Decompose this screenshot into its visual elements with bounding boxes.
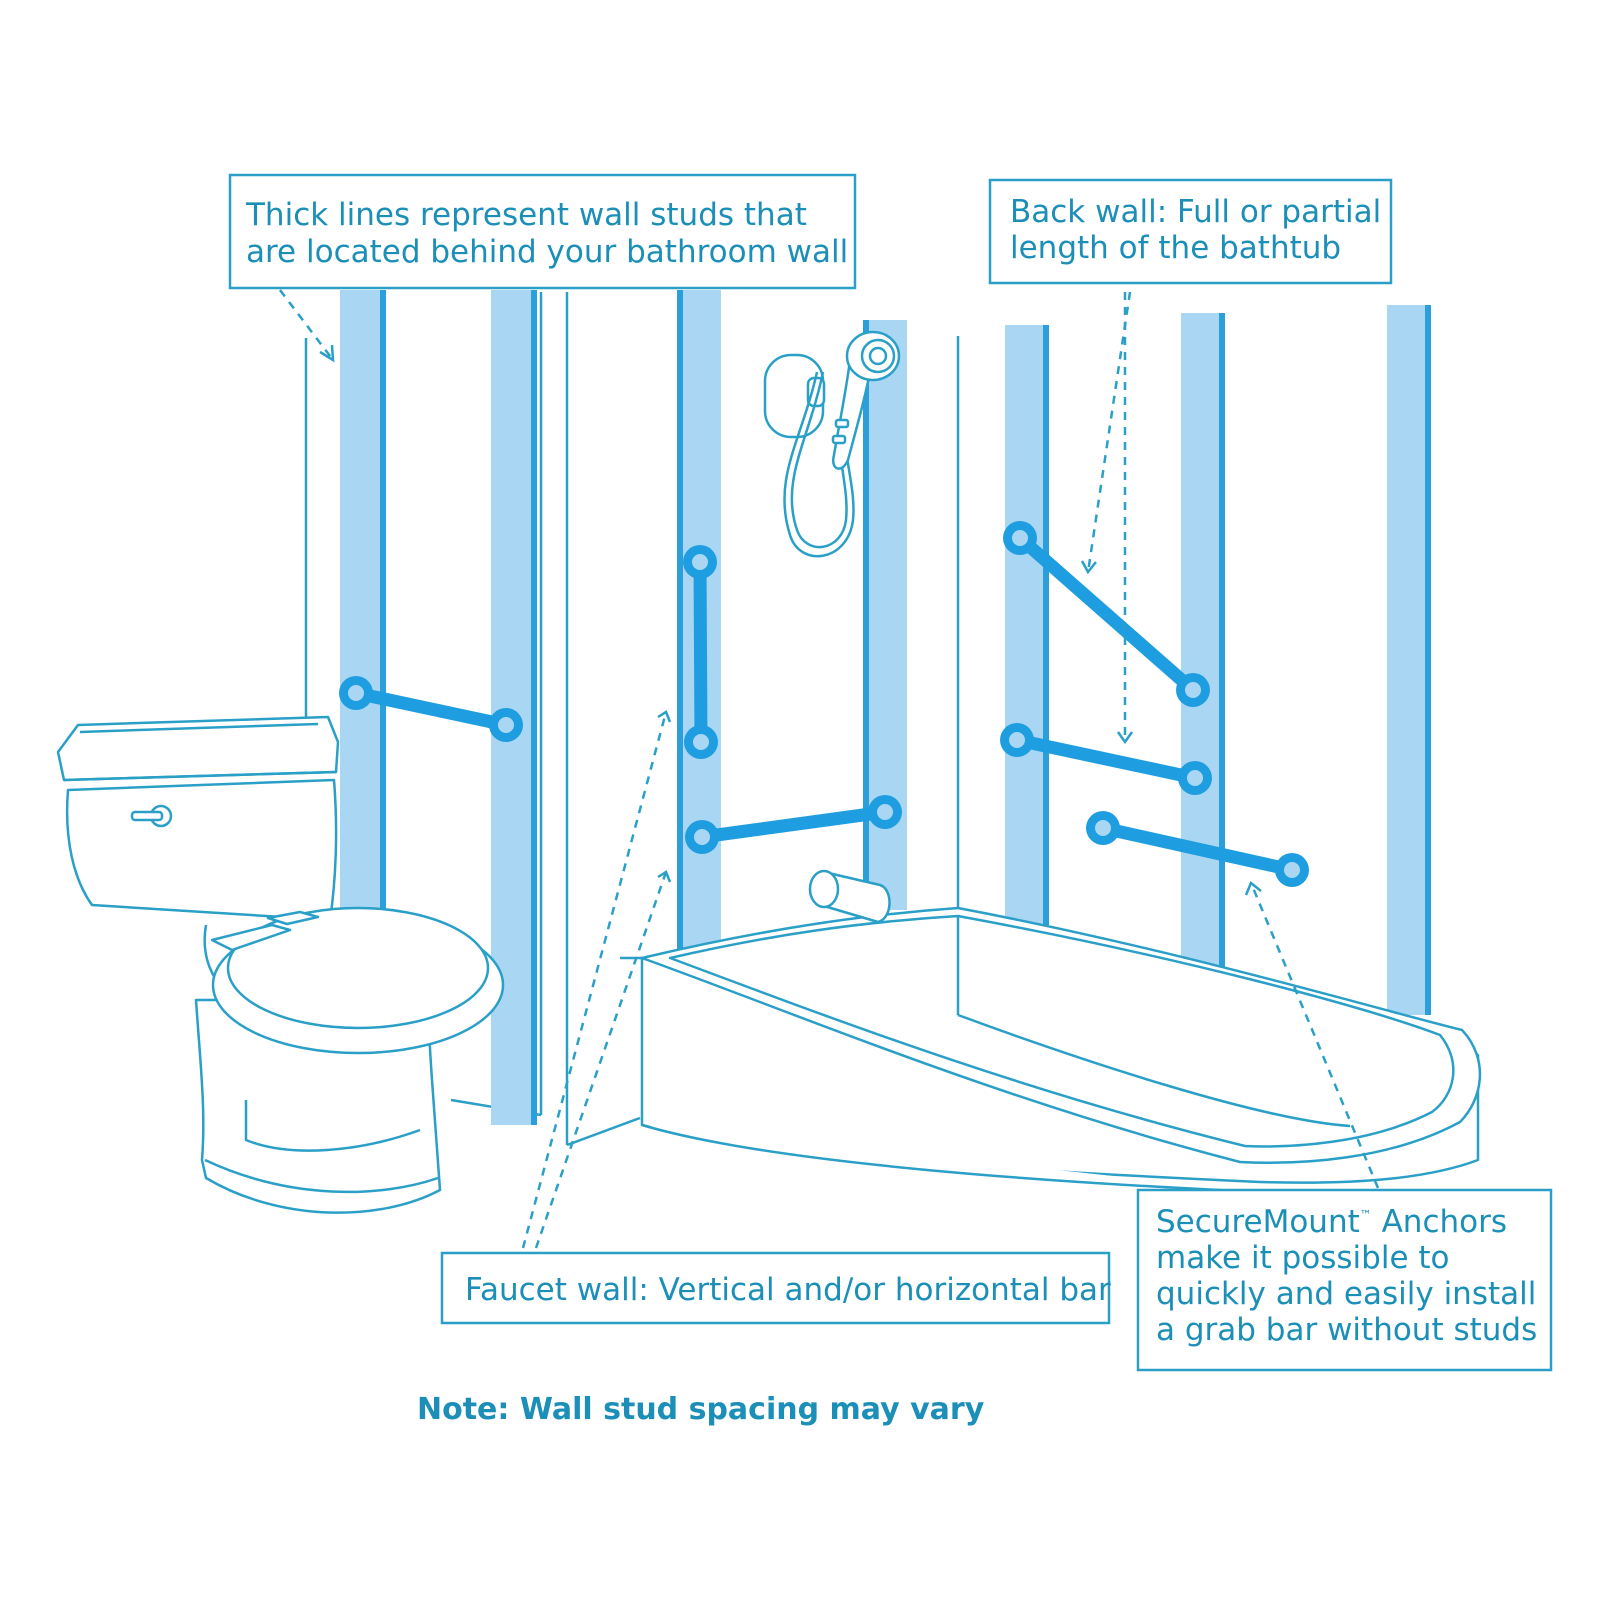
grab-bars: [339, 521, 1309, 887]
callout-studs-line-1: Thick lines represent wall studs that: [245, 197, 807, 233]
grab-bar-back-diagonal: [1003, 521, 1210, 707]
callout-back-wall-line-1: Back wall: Full or partial: [1010, 194, 1381, 230]
callout-anchors-line-1: SecureMount™ Anchors: [1156, 1204, 1507, 1240]
stud-1: [340, 290, 386, 930]
tub-spout-icon: [808, 869, 891, 924]
callout-back-wall: Back wall: Full or partial length of the…: [988, 178, 1393, 285]
toilet-icon: [56, 715, 505, 1214]
leader-lines: [279, 289, 1380, 1249]
grab-bar-toilet-wall: [339, 676, 523, 742]
grab-bar-back-horizontal: [1000, 723, 1212, 795]
grab-bar-anchor-mounted: [1086, 811, 1309, 887]
stud-7: [1387, 305, 1431, 1015]
bathtub-icon: [620, 869, 1482, 1194]
callout-faucet-wall: Faucet wall: Vertical and/or horizontal …: [440, 1251, 1111, 1325]
callout-anchors-line-2: make it possible to: [1156, 1240, 1450, 1276]
grab-bar-faucet-vertical: [683, 545, 718, 759]
stud-5: [1005, 325, 1049, 925]
callout-anchors: SecureMount™ Anchors make it possible to…: [1136, 1188, 1553, 1372]
note-stud-spacing: Note: Wall stud spacing may vary: [417, 1392, 985, 1427]
callout-faucet-wall-line-1: Faucet wall: Vertical and/or horizontal …: [465, 1272, 1111, 1308]
stud-6: [1181, 313, 1225, 968]
grab-bar-faucet-horizontal: [685, 795, 902, 854]
callout-anchors-line-4: a grab bar without studs: [1156, 1312, 1537, 1348]
callout-anchors-line-3: quickly and easily install: [1156, 1276, 1536, 1312]
handheld-shower-icon: [763, 330, 901, 558]
callout-back-wall-line-2: length of the bathtub: [1010, 230, 1341, 266]
leader-arrowheads: [319, 344, 1262, 896]
callout-studs-line-2: are located behind your bathroom wall: [246, 234, 848, 270]
callout-studs: Thick lines represent wall studs that ar…: [228, 173, 857, 290]
